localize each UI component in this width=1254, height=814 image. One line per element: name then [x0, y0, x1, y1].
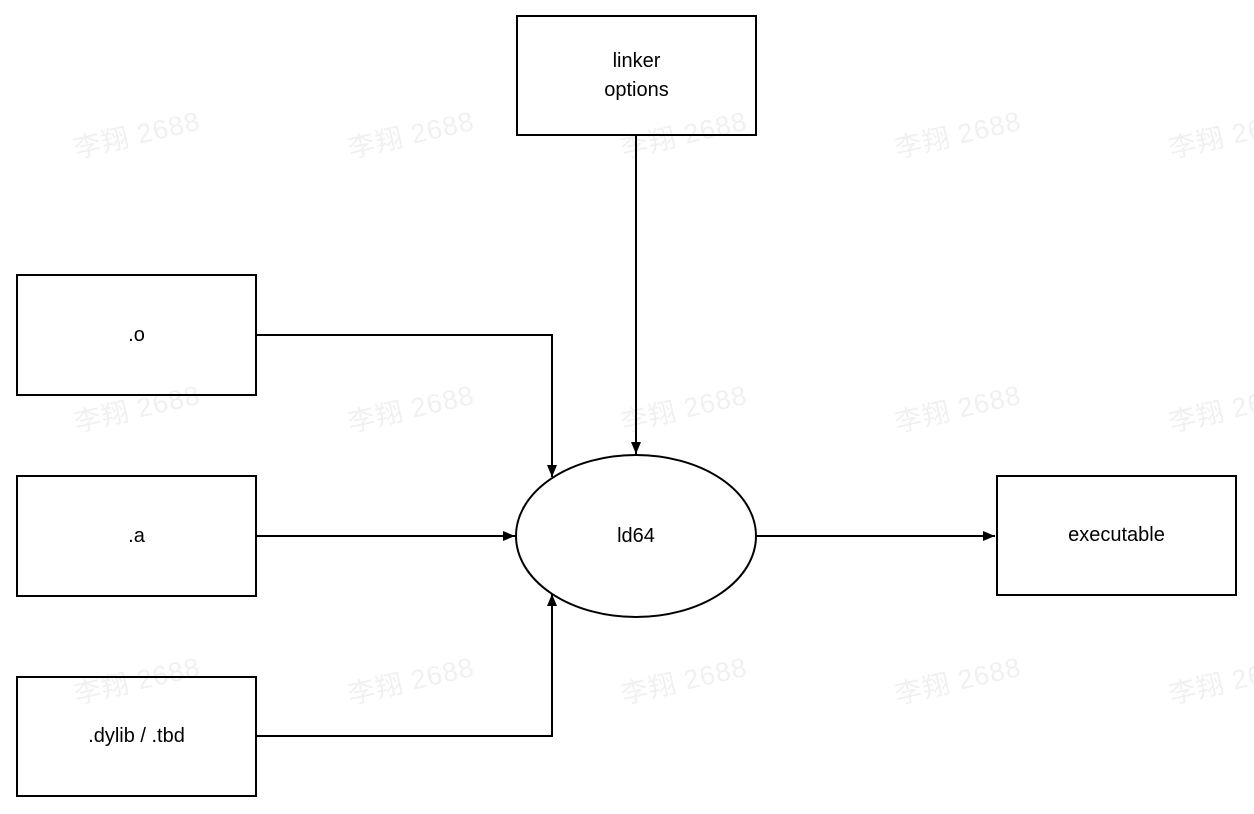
node-linker-options-label-line1: linker [612, 49, 661, 72]
node-static-libraries: .a [16, 475, 257, 597]
node-static-libraries-label: .a [128, 524, 145, 547]
node-linker-options-label-line2: options [604, 78, 669, 101]
node-object-files: .o [16, 274, 257, 396]
node-executable-label: executable [1068, 524, 1165, 546]
node-dynamic-libraries-label: .dylib / .tbd [88, 725, 185, 747]
node-executable: executable [996, 475, 1237, 596]
node-linker-options: linker options [516, 15, 757, 136]
edge-o-to-ld64 [257, 334, 557, 477]
node-ld64-ellipse [515, 454, 757, 618]
node-object-files-label: .o [128, 323, 145, 346]
node-dynamic-libraries: .dylib / .tbd [16, 676, 257, 797]
edge-dylib-to-ld64 [257, 594, 557, 737]
